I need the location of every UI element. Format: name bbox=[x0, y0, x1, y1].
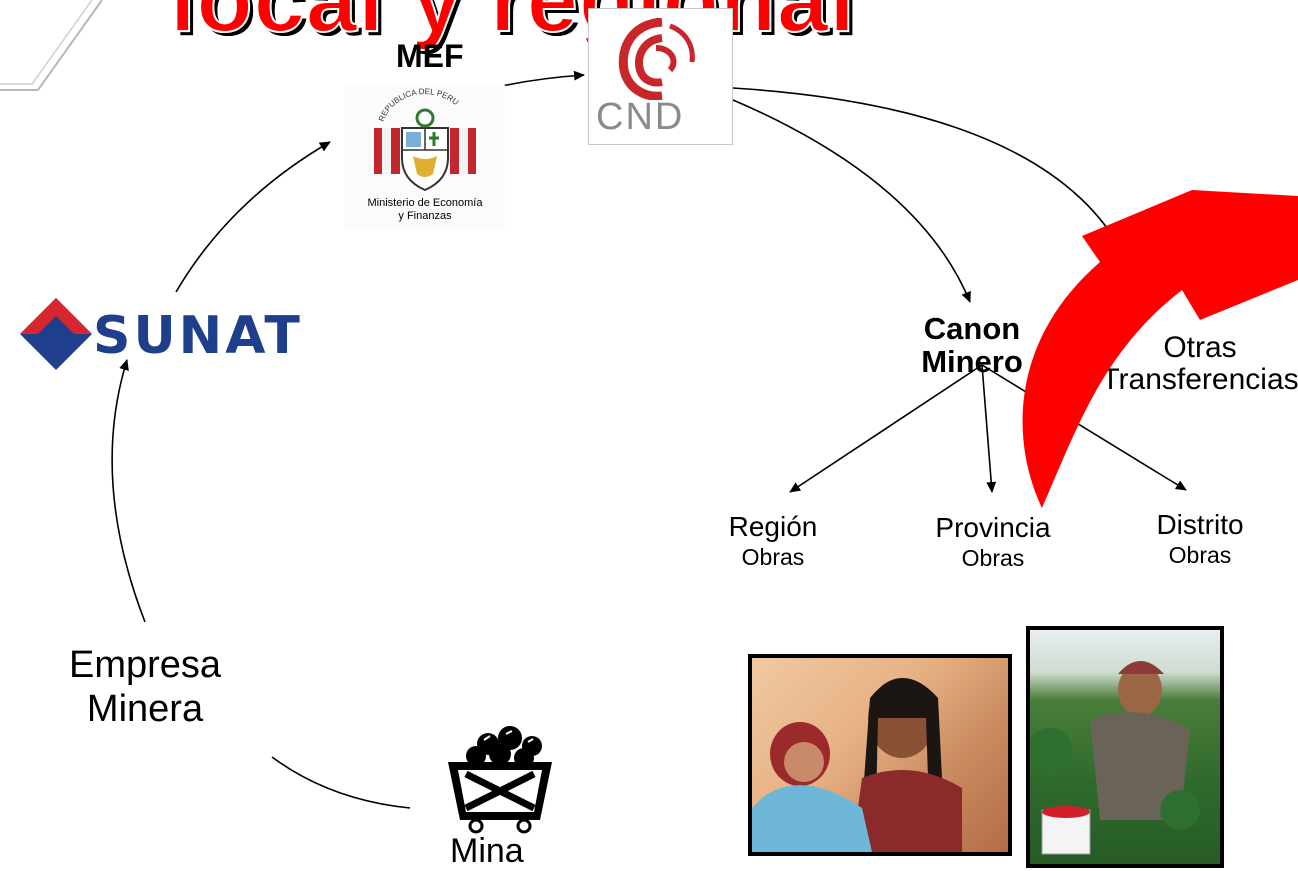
arrow-mina-empresa bbox=[271, 756, 411, 809]
otras-line2: Transferencias bbox=[1101, 363, 1298, 396]
photo-mother-child-image bbox=[752, 678, 962, 852]
mine-cart-icon bbox=[448, 726, 552, 834]
mina-label: Mina bbox=[450, 832, 524, 870]
otras-line1: Otras bbox=[1163, 331, 1237, 364]
cnd-logo-text: CND bbox=[596, 96, 685, 138]
otras-transferencias-label: Otras Transferencias bbox=[1100, 332, 1298, 396]
empresa-line1: Empresa bbox=[68, 644, 222, 686]
level-sub: Obras bbox=[741, 544, 805, 570]
level-sub: Obras bbox=[1168, 542, 1232, 568]
cnd-swirl-icon bbox=[618, 18, 695, 100]
canon-line1: Canon bbox=[923, 311, 1021, 346]
peru-coat-of-arms-icon: REPUBLICA DEL PERU bbox=[374, 88, 476, 192]
sunat-logo-text: SUNAT bbox=[93, 306, 303, 366]
arrow-cnd-canon bbox=[732, 99, 971, 303]
level-region: Región Obras bbox=[718, 512, 828, 572]
arrow-sunat-mef bbox=[175, 141, 331, 293]
level-distrito: Distrito Obras bbox=[1140, 510, 1260, 570]
photo-farmer-image bbox=[1028, 661, 1200, 855]
level-name: Distrito bbox=[1156, 509, 1244, 540]
sunat-diamond-icon bbox=[20, 298, 92, 370]
empresa-minera-label: Empresa Minera bbox=[40, 643, 250, 731]
arrow-empresa-sunat bbox=[111, 359, 146, 623]
photo-farmer bbox=[1026, 626, 1224, 868]
page-title: local y regional bbox=[169, 0, 856, 52]
title-shadow: local y regional bbox=[174, 0, 860, 55]
mef-label: MEF bbox=[396, 38, 464, 74]
level-name: Provincia bbox=[935, 512, 1051, 543]
level-provincia: Provincia Obras bbox=[913, 513, 1073, 573]
level-name: Región bbox=[728, 511, 818, 542]
cnd-logo bbox=[588, 8, 733, 145]
arrow-canon-distrito bbox=[981, 364, 1187, 491]
ministry-name: Ministerio de Economía y Finanzas bbox=[346, 197, 504, 223]
level-sub: Obras bbox=[961, 545, 1025, 571]
canon-line2: Minero bbox=[921, 344, 1023, 379]
photo-mother-child bbox=[748, 654, 1012, 856]
ministry-line2: y Finanzas bbox=[398, 210, 452, 222]
empresa-line2: Minera bbox=[86, 688, 204, 730]
canon-minero-label: Canon Minero bbox=[912, 312, 1032, 378]
arrow-canon-region bbox=[789, 364, 983, 493]
arrow-mef-cnd bbox=[501, 70, 585, 87]
ministry-line1: Ministerio de Economía bbox=[367, 197, 483, 209]
arrow-canon-provincia bbox=[981, 364, 997, 493]
